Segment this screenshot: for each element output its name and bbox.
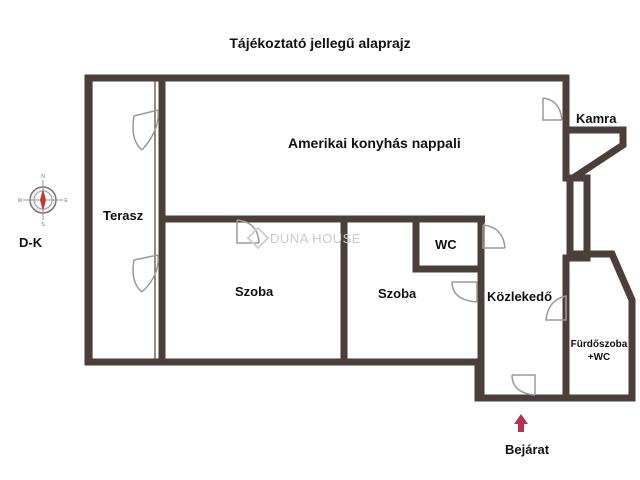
- room-terrace-label: Terasz: [103, 208, 144, 223]
- svg-text:N: N: [41, 174, 45, 180]
- entrance-arrow-icon: [514, 414, 528, 432]
- room-bathroom-label: Fürdőszoba +WC: [566, 338, 632, 364]
- entrance-label: Bejárat: [505, 442, 550, 457]
- plan-title: Tájékoztató jellegű alaprajz: [229, 35, 411, 51]
- orientation-label: D-K: [19, 235, 43, 250]
- svg-text:W: W: [18, 198, 23, 204]
- room-corridor-label: Közlekedő: [487, 289, 553, 304]
- svg-text:E: E: [64, 198, 68, 204]
- door-terrace-2: [132, 254, 159, 293]
- room-2-label: Szoba: [378, 286, 417, 301]
- wc-wall: [412, 219, 478, 273]
- svg-text:S: S: [41, 222, 45, 228]
- watermark-logo: [246, 226, 270, 250]
- pantry-wall: [562, 85, 636, 402]
- door-wc: [482, 224, 506, 249]
- door-room2: [451, 281, 478, 303]
- room-living-label: Amerikai konyhás nappali: [288, 135, 461, 151]
- compass-icon: N S W E: [18, 174, 69, 228]
- room-bathroom-line2: +WC: [587, 352, 611, 363]
- door-pantry: [542, 97, 563, 121]
- door-bath: [545, 295, 567, 321]
- room-bathroom-line1: Fürdőszoba: [570, 339, 628, 350]
- door-entrance: [511, 374, 536, 396]
- room-1-label: Szoba: [235, 284, 274, 299]
- room-wc-label: WC: [435, 237, 457, 252]
- room-pantry-label: Kamra: [576, 111, 617, 126]
- watermark-text: DUNA HOUSE: [270, 231, 361, 246]
- door-terrace-1: [132, 109, 159, 151]
